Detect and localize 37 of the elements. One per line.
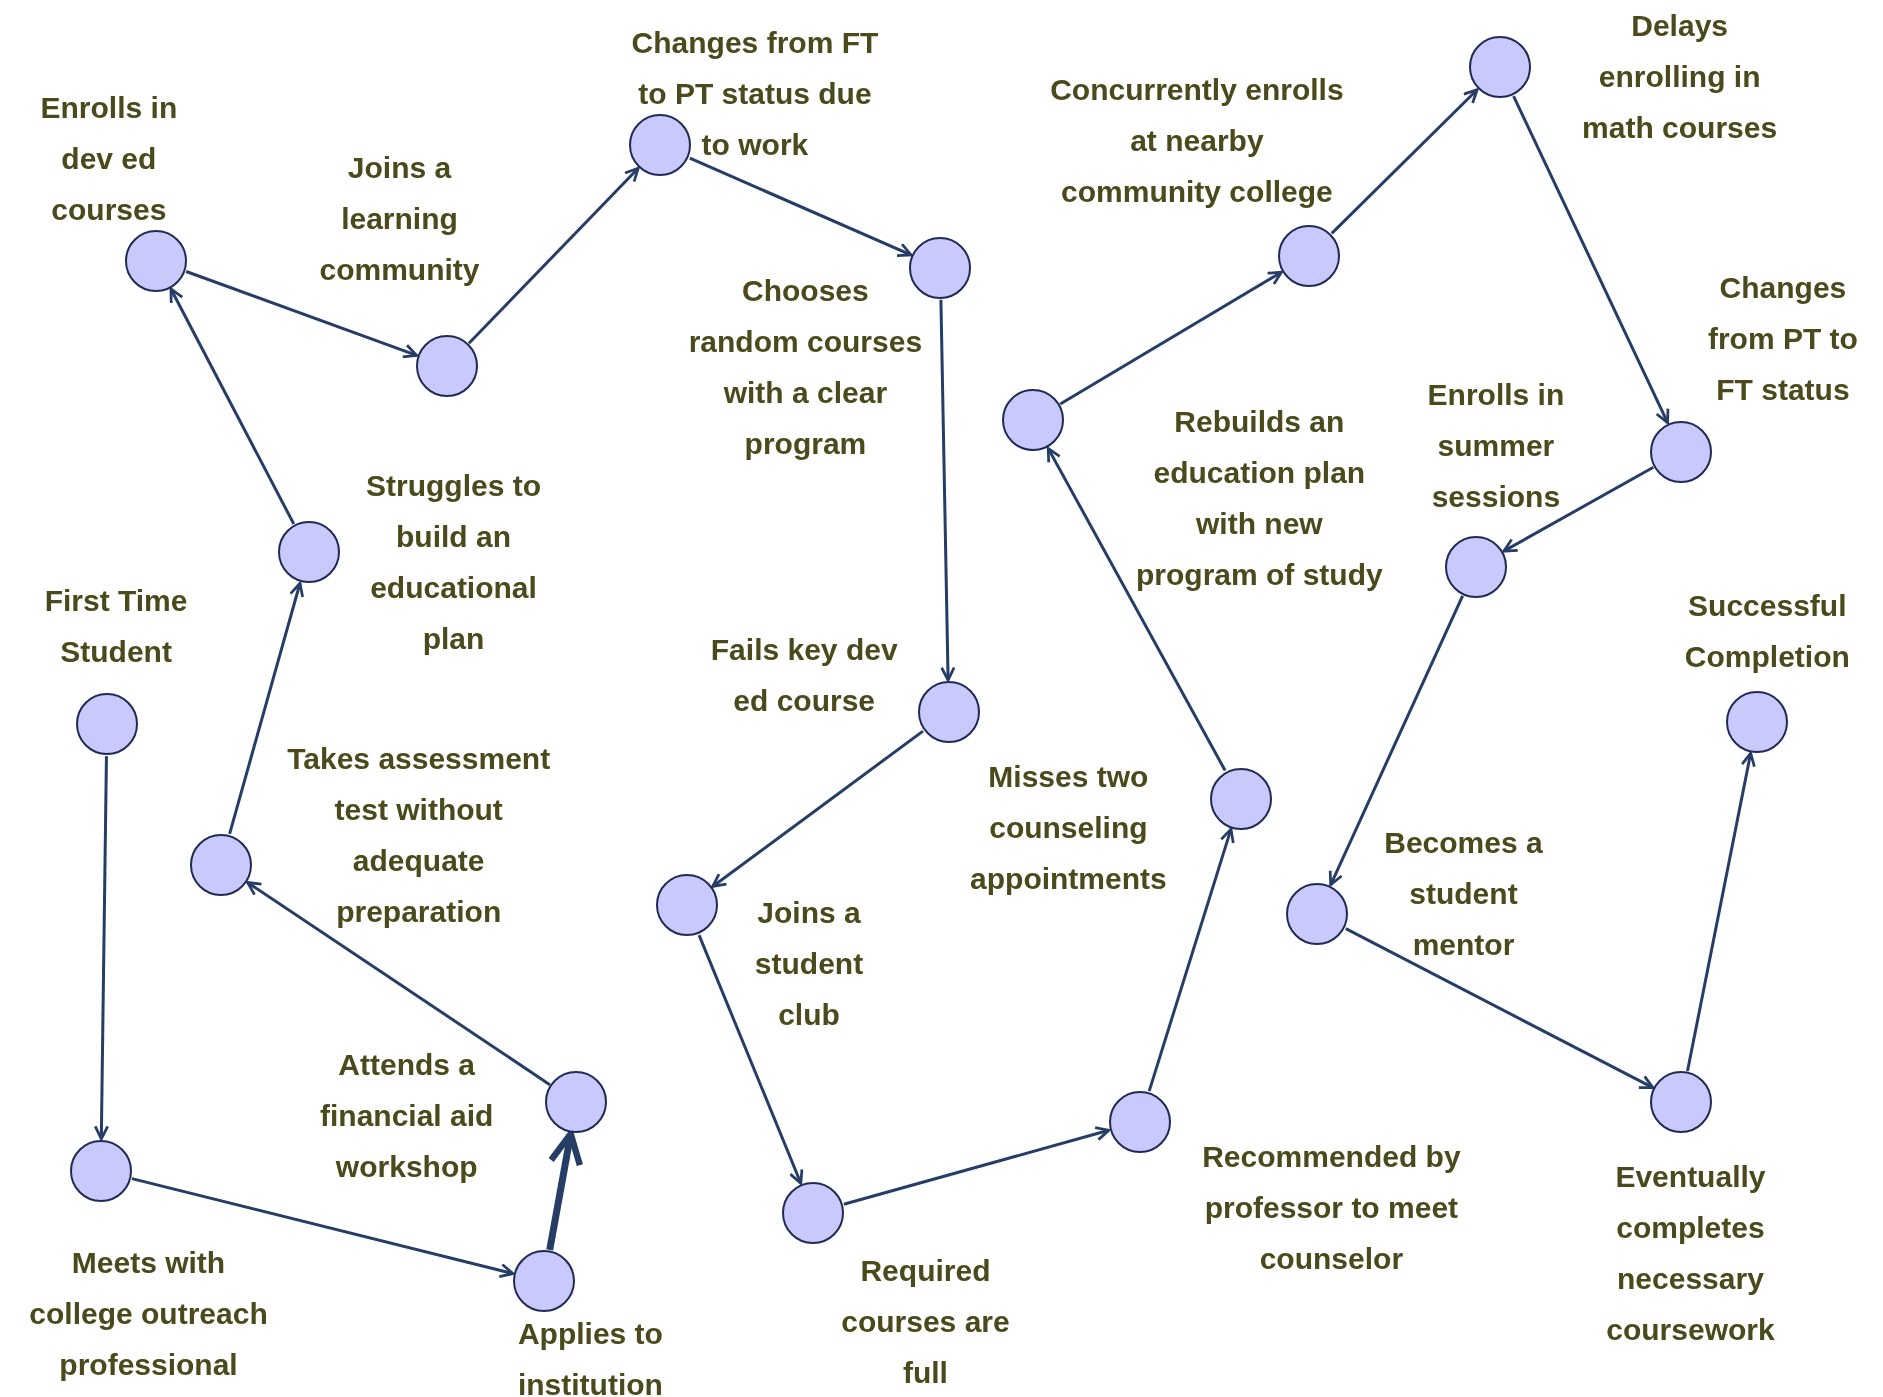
arrow — [1059, 270, 1283, 406]
arrow — [246, 881, 551, 1086]
node-label: Changes from FT to PT status due to work — [630, 24, 880, 163]
arrow — [939, 299, 956, 682]
node-label: Takes assessment test without adequate preparation — [286, 741, 552, 931]
arrow — [228, 581, 304, 835]
node-label: Becomes a student mentor — [1383, 824, 1544, 963]
arrow — [131, 1177, 515, 1279]
arrow — [1686, 751, 1756, 1072]
node-label: Meets with college outreach professional — [28, 1244, 269, 1383]
node-label: Eventually completes necessary coursework — [1605, 1159, 1776, 1349]
node-label: Attends a financial aid workshop — [319, 1046, 495, 1185]
arrow — [93, 756, 110, 1141]
node-label: Chooses random courses with a clear program — [687, 273, 923, 463]
node-label: Changes from PT to FT status — [1706, 269, 1859, 408]
arrow — [1147, 827, 1235, 1092]
node-label: Concurrently enrolls at nearby community college — [1049, 71, 1345, 210]
node-label: Enrolls in dev ed courses — [39, 89, 179, 228]
arrow — [1502, 465, 1655, 553]
arrow — [1046, 447, 1227, 772]
node-label: Joins a student club — [753, 894, 865, 1033]
node-label: Misses two counseling appointments — [969, 758, 1168, 897]
node-label: Successful Completion — [1683, 588, 1851, 676]
node-label: Delays enrolling in math courses — [1581, 7, 1779, 146]
node-label: Rebuilds an education plan with new program of study — [1135, 403, 1384, 593]
node-label: Recommended by professor to meet counselor — [1201, 1138, 1462, 1276]
arrow — [711, 729, 924, 888]
node-label: Struggles to build an educational plan — [365, 467, 543, 657]
node-label: Enrolls in summer sessions — [1426, 376, 1566, 515]
node-label: Fails key dev ed course — [709, 631, 899, 719]
node-label: Joins a learning community — [318, 149, 481, 288]
node-label: First Time Student — [43, 583, 189, 671]
node-label: Applies to institution — [516, 1316, 664, 1397]
arrow — [1330, 88, 1479, 235]
node-label: Required courses are full — [840, 1252, 1011, 1391]
arrow — [1345, 927, 1655, 1090]
arrow — [467, 166, 640, 345]
